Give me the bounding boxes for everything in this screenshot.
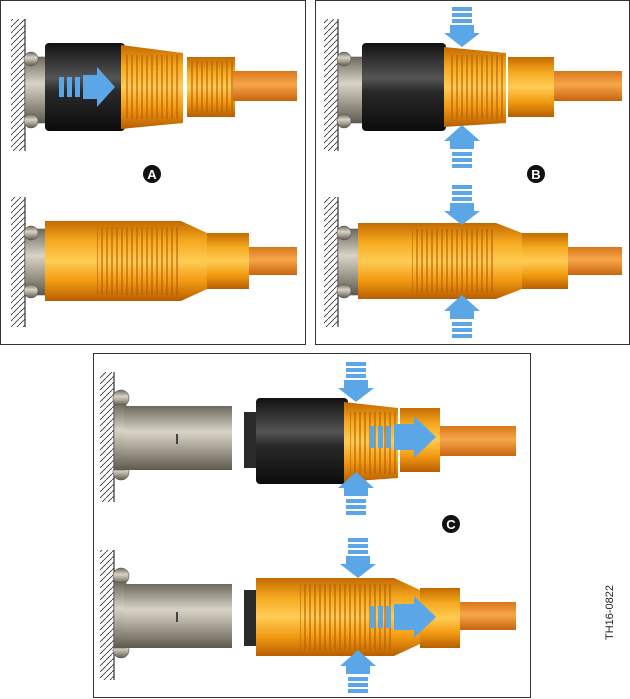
arrow-squeeze-down-top — [444, 7, 480, 47]
badge-a-label: A — [147, 167, 157, 182]
badge-c: C — [442, 515, 460, 533]
arrow-squeeze-down-c-bottom — [340, 538, 376, 578]
panel-a: A — [0, 0, 306, 345]
document-id: TH16-0822 — [604, 584, 616, 640]
panel-b: B — [315, 0, 630, 345]
arrow-squeeze-up-c-top — [338, 472, 374, 515]
badge-b: B — [527, 165, 545, 183]
receptacle-top — [100, 372, 232, 502]
connector-unlocked — [11, 19, 297, 151]
badge-c-label: C — [446, 517, 456, 532]
panel-c-drawing: C — [100, 362, 516, 693]
arrow-squeeze-down-c-top — [338, 362, 374, 402]
connector-locked-squeezed — [324, 197, 622, 327]
arrow-pull-right-bottom — [370, 596, 436, 638]
panel-a-drawing: A — [11, 19, 297, 327]
connector-locked — [11, 197, 297, 327]
badge-a: A — [143, 165, 161, 183]
plug-locked-pulled — [244, 578, 516, 656]
badge-b-label: B — [531, 167, 540, 182]
arrow-squeeze-up-top — [444, 125, 480, 168]
arrow-squeeze-up-c-bottom — [340, 650, 376, 693]
panel-c: C — [93, 353, 531, 698]
receptacle-bottom — [100, 550, 232, 680]
arrow-push-right — [59, 67, 115, 107]
arrow-squeeze-up-bottom — [444, 295, 480, 338]
arrow-squeeze-down-bottom — [444, 185, 480, 225]
arrow-pull-right-top — [370, 416, 436, 458]
panel-b-drawing: B — [324, 7, 622, 338]
connector-unlocked-squeezed — [324, 19, 622, 151]
